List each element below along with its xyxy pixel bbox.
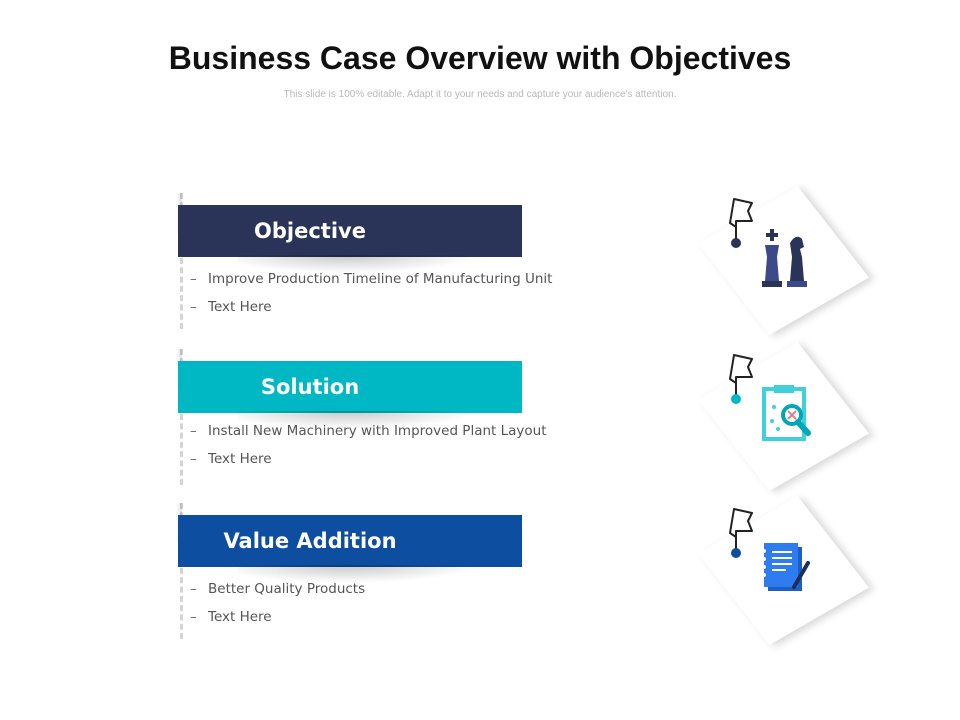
list-item: –Install New Machinery with Improved Pla… [190, 417, 547, 445]
dash-marker: – [190, 271, 197, 287]
list-item: –Text Here [190, 293, 552, 321]
clipboard-magnifier-icon [762, 385, 811, 441]
solution-icon-card [697, 341, 870, 492]
objective-header-bar: Objective [178, 205, 522, 257]
solution-label: Solution [260, 375, 360, 399]
list-item: –Better Quality Products [190, 575, 365, 603]
dash-marker: – [190, 299, 197, 315]
push-pin-icon [729, 508, 753, 558]
list-item-text: Better Quality Products [208, 581, 366, 597]
value-addition-header-bar: Value Addition [178, 515, 522, 567]
bar-shadow [238, 255, 478, 273]
list-item-text: Text Here [208, 299, 272, 315]
dash-marker: – [190, 451, 197, 467]
value-addition-icon-card [697, 495, 870, 646]
solution-item-list: –Install New Machinery with Improved Pla… [190, 417, 547, 473]
value-addition-section: Value Addition –Better Quality Products … [176, 503, 578, 643]
dashed-divider [180, 503, 183, 639]
solution-header-bar: Solution [178, 361, 522, 413]
dashed-divider [180, 193, 183, 329]
notebook-pen-icon [762, 543, 810, 591]
bar-shadow [238, 565, 478, 583]
list-item-text: Text Here [208, 609, 272, 625]
list-item: –Text Here [190, 445, 547, 473]
list-item-text: Improve Production Timeline of Manufactu… [208, 271, 553, 287]
objective-section: Objective –Improve Production Timeline o… [176, 193, 578, 333]
chess-pieces-icon [762, 229, 807, 287]
bar-shadow [238, 411, 478, 429]
list-item: –Improve Production Timeline of Manufact… [190, 265, 552, 293]
objective-label: Objective [254, 219, 366, 243]
dashed-divider [180, 349, 183, 485]
dash-marker: – [190, 609, 197, 625]
solution-section: Solution –Install New Machinery with Imp… [176, 349, 578, 489]
page-subtitle: This slide is 100% editable. Adapt it to… [283, 89, 677, 100]
list-item: –Text Here [190, 603, 365, 631]
dash-marker: – [190, 423, 197, 439]
value-addition-label: Value Addition [223, 529, 397, 553]
list-item-text: Text Here [208, 451, 272, 467]
page-title: Business Case Overview with Objectives [168, 40, 792, 76]
objective-icon-card [697, 185, 870, 336]
push-pin-icon [729, 198, 753, 248]
value-addition-item-list: –Better Quality Products –Text Here [190, 575, 365, 631]
dash-marker: – [190, 581, 197, 597]
list-item-text: Install New Machinery with Improved Plan… [208, 423, 547, 439]
push-pin-icon [729, 354, 753, 404]
objective-item-list: –Improve Production Timeline of Manufact… [190, 265, 552, 321]
